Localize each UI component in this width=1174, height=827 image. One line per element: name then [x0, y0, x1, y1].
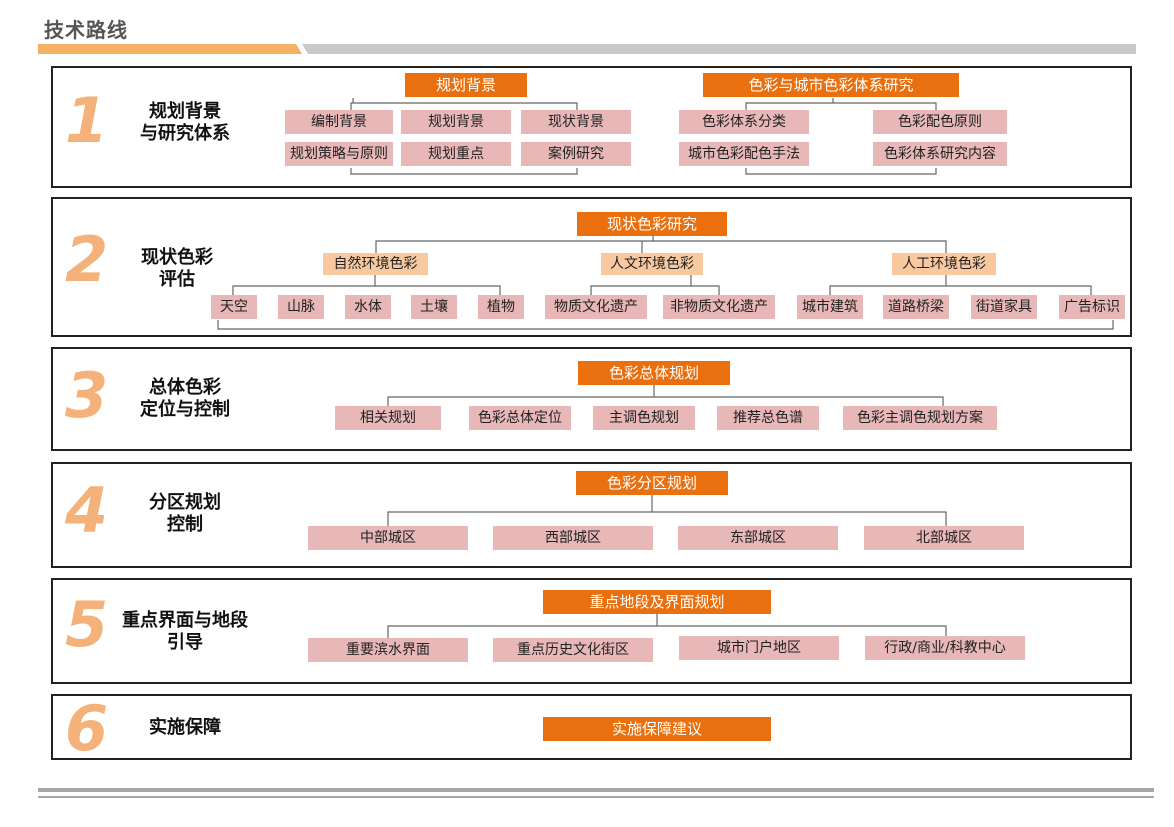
item-box: 水体: [345, 295, 391, 319]
section-number: 2: [65, 223, 109, 296]
section-4: 4 分区规划控制 色彩分区规划 中部城区 西部城区 东部城区 北部城区: [51, 462, 1132, 568]
footer-divider-thin: [38, 796, 1154, 798]
item-box: 天空: [211, 295, 257, 319]
item-box: 街道家具: [971, 295, 1037, 319]
item-box: 物质文化遗产: [545, 295, 647, 319]
group-header: 色彩分区规划: [576, 471, 728, 495]
connector-lines: [387, 495, 947, 526]
item-box: 编制背景: [285, 110, 393, 134]
subgroup-label: 人工环境色彩: [892, 253, 996, 275]
section-number: 4: [65, 474, 109, 547]
section-title: 现状色彩评估: [141, 247, 213, 290]
item-box: 城市建筑: [797, 295, 863, 319]
item-box: 北部城区: [864, 526, 1024, 550]
item-box: 西部城区: [493, 526, 653, 550]
item-box: 推荐总色谱: [717, 406, 819, 430]
item-box: 东部城区: [678, 526, 838, 550]
section-6: 6 实施保障 实施保障建议: [51, 694, 1132, 760]
group-header: 实施保障建议: [543, 717, 771, 741]
item-box: 城市门户地区: [679, 636, 839, 660]
section-3: 3 总体色彩定位与控制 色彩总体规划 相关规划 色彩总体定位 主调色规划 推荐总…: [51, 347, 1132, 451]
item-box: 规划重点: [401, 142, 511, 166]
subgroup-label: 人文环境色彩: [601, 253, 703, 275]
item-box: 广告标识: [1059, 295, 1125, 319]
section-number: 5: [65, 588, 109, 661]
item-box: 山脉: [278, 295, 324, 319]
connector-lines: [387, 385, 944, 406]
item-box: 色彩体系研究内容: [873, 142, 1007, 166]
item-box: 色彩体系分类: [679, 110, 809, 134]
item-box: 主调色规划: [593, 406, 695, 430]
item-box: 色彩主调色规划方案: [843, 406, 997, 430]
connector-lines: [350, 98, 937, 175]
group-header: 规划背景: [405, 73, 527, 97]
connector-lines: [387, 614, 947, 638]
item-box: 道路桥梁: [883, 295, 949, 319]
item-box: 规划背景: [401, 110, 511, 134]
item-box: 色彩配色原则: [873, 110, 1007, 134]
group-header: 现状色彩研究: [577, 212, 727, 236]
section-title: 实施保障: [149, 717, 221, 738]
page-title: 技术路线: [44, 18, 128, 42]
item-box: 规划策略与原则: [285, 142, 393, 166]
item-box: 现状背景: [521, 110, 631, 134]
footer-divider-thick: [38, 788, 1154, 792]
item-box: 植物: [478, 295, 524, 319]
subgroup-label: 自然环境色彩: [323, 253, 428, 275]
item-box: 重点历史文化街区: [493, 638, 653, 662]
item-box: 中部城区: [308, 526, 468, 550]
section-title: 规划背景与研究体系: [140, 101, 230, 144]
item-box: 行政/商业/科教中心: [865, 636, 1025, 660]
item-box: 重要滨水界面: [308, 638, 468, 662]
section-number: 3: [65, 359, 109, 432]
section-number: 6: [65, 692, 109, 765]
item-box: 土壤: [411, 295, 457, 319]
title-divider-bar: [302, 44, 1136, 54]
item-box: 色彩总体定位: [469, 406, 571, 430]
item-box: 城市色彩配色手法: [679, 142, 809, 166]
section-title: 总体色彩定位与控制: [140, 377, 230, 420]
connector-lines: [217, 236, 1114, 330]
item-box: 案例研究: [521, 142, 631, 166]
item-box: 非物质文化遗产: [663, 295, 775, 319]
section-1: 1 规划背景与研究体系 规划背景 编制背景 规划背景 现状背景 规划策略与原则 …: [51, 66, 1132, 188]
group-header: 色彩总体规划: [578, 361, 730, 385]
section-title: 重点界面与地段引导: [122, 610, 248, 653]
section-number: 1: [65, 84, 109, 157]
title-accent-bar: [38, 44, 302, 54]
group-header: 色彩与城市色彩体系研究: [703, 73, 959, 97]
section-title: 分区规划控制: [149, 492, 221, 535]
section-2: 2 现状色彩评估 现状色彩研究 自然环境色彩 人文环境色彩 人工环境色彩 天空 …: [51, 197, 1132, 337]
section-5: 5 重点界面与地段引导 重点地段及界面规划 重要滨水界面 重点历史文化街区 城市…: [51, 578, 1132, 684]
item-box: 相关规划: [335, 406, 441, 430]
group-header: 重点地段及界面规划: [543, 590, 771, 614]
